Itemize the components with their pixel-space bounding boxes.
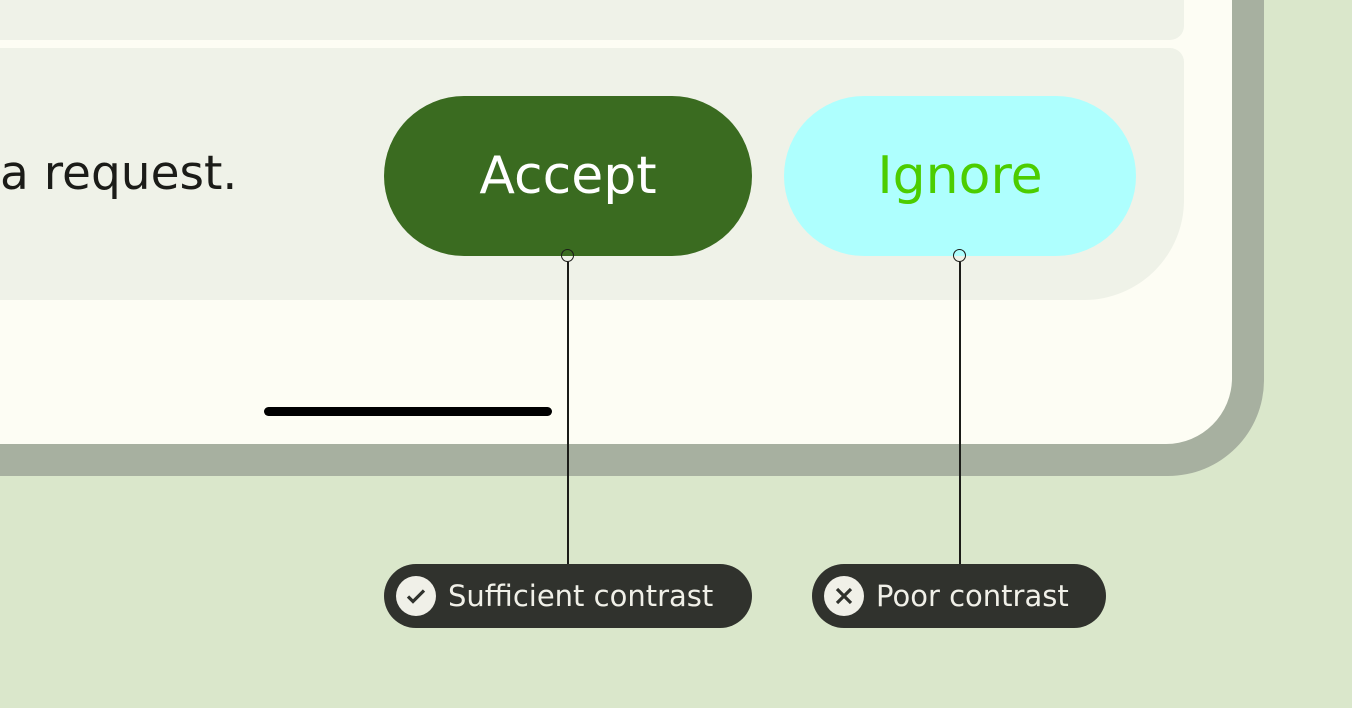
annotation-line-ignore: [959, 262, 961, 564]
tag-label: Sufficient contrast: [448, 579, 714, 613]
home-indicator: [264, 407, 552, 416]
annotation-anchor-accept: [561, 249, 574, 262]
annotation-line-accept: [567, 262, 569, 564]
accept-button[interactable]: Accept: [384, 96, 752, 256]
annotation-anchor-ignore: [953, 249, 966, 262]
poor-contrast-tag: Poor contrast: [812, 564, 1106, 628]
tag-label: Poor contrast: [876, 579, 1069, 613]
request-message: a request.: [0, 146, 238, 201]
ignore-button[interactable]: Ignore: [784, 96, 1136, 256]
check-circle-icon: [396, 576, 436, 616]
x-circle-icon: [824, 576, 864, 616]
sufficient-contrast-tag: Sufficient contrast: [384, 564, 752, 628]
card-top: [0, 0, 1184, 40]
